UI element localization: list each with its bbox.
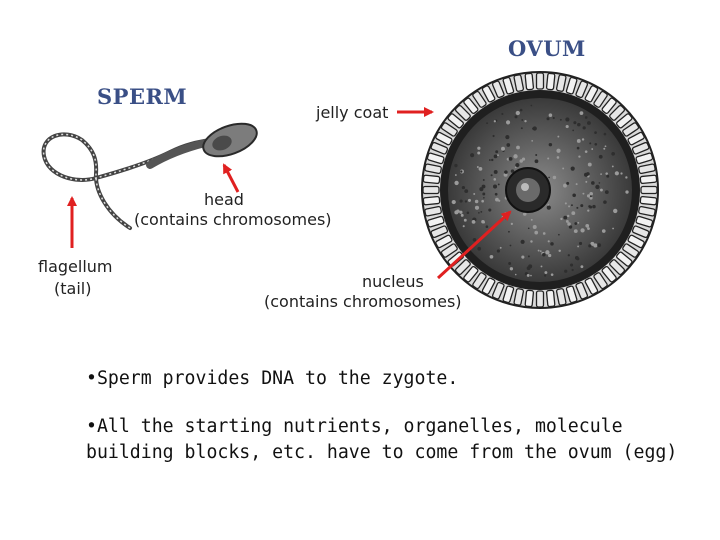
nucleus-label: nucleus	[362, 272, 424, 291]
jelly-coat-label: jelly coat	[316, 103, 389, 122]
bullet-sperm-dna: •Sperm provides DNA to the zygote.	[86, 368, 459, 389]
ovum-title: OVUM	[508, 36, 586, 61]
sperm-title: SPERM	[97, 84, 188, 109]
flagellum-label: flagellum	[38, 257, 113, 276]
head-label: head	[204, 190, 244, 209]
bullet-ovum-nutrients: •All the starting nutrients, organelles,…	[86, 416, 678, 463]
head-label-detail: (contains chromosomes)	[134, 210, 332, 229]
ovum-illustration	[421, 71, 659, 309]
bullet-list: •Sperm provides DNA to the zygote. •All …	[86, 366, 686, 466]
nucleus-label-detail: (contains chromosomes)	[264, 292, 462, 311]
flagellum-label-detail: (tail)	[54, 279, 92, 298]
head-arrow	[222, 163, 240, 193]
jelly-coat-corona	[422, 72, 658, 308]
nucleus-arrow	[436, 210, 512, 280]
sperm-illustration	[41, 122, 258, 230]
